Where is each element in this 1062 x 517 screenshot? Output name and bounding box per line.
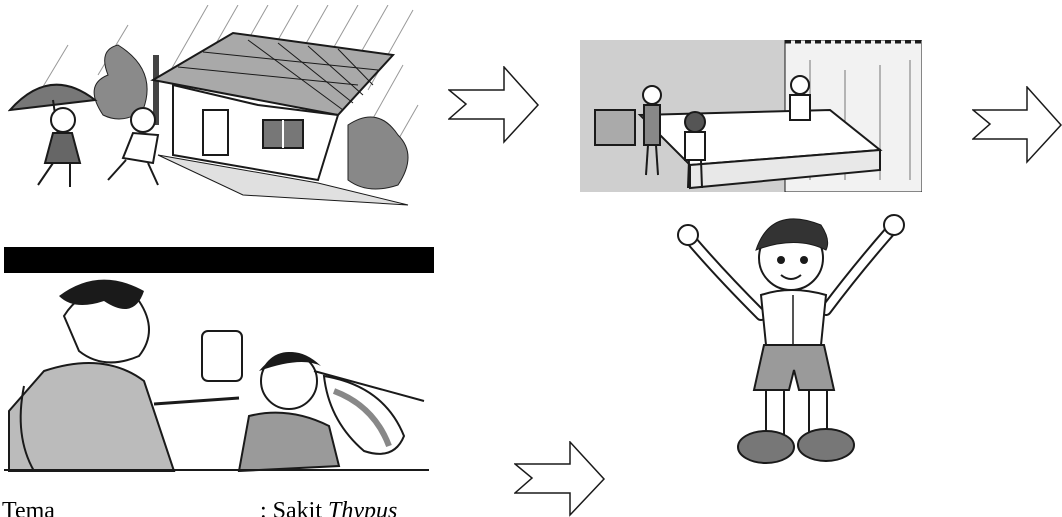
theme-caption: Tema: Sakit Thypus	[2, 497, 397, 517]
panel-healthy-boy	[676, 210, 914, 480]
arrow-right-icon	[972, 86, 1062, 164]
theme-value-prefix: Sakit	[273, 498, 328, 517]
panel-rain-house	[8, 5, 420, 213]
panel-bedroom	[580, 40, 922, 192]
redaction-bar	[4, 247, 434, 273]
theme-colon: :	[260, 498, 273, 517]
bedroom-illustration	[580, 40, 922, 192]
arrow-right-icon	[448, 66, 540, 144]
theme-value-italic: Thypus	[328, 498, 397, 517]
rain-house-illustration	[8, 5, 420, 213]
sick-boy-illustration	[4, 276, 429, 472]
panel-sick-boy	[4, 276, 429, 472]
healthy-boy-illustration	[676, 210, 914, 480]
arrow-right-icon	[514, 441, 606, 517]
theme-label: Tema	[2, 497, 260, 517]
